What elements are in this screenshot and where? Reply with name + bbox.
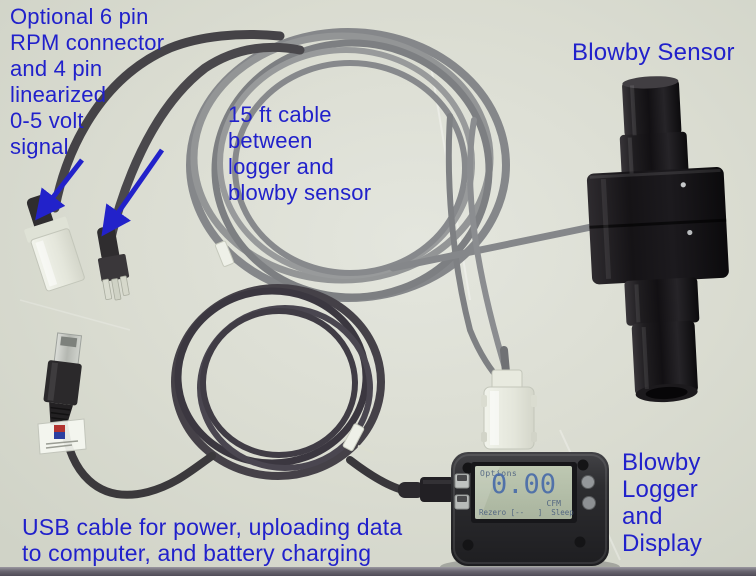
table-crease xyxy=(19,299,131,331)
logger-screw xyxy=(462,462,474,474)
logger-screw xyxy=(577,459,589,471)
logger-right-buttons xyxy=(581,475,596,510)
rpm-6pin-connector xyxy=(24,194,85,292)
lcd-menu-bottom: Rezero [-- ] Sleep xyxy=(479,508,574,517)
sensor-screw xyxy=(680,182,686,188)
sensor-cable-strand xyxy=(466,117,511,381)
annotation-arrows xyxy=(35,148,165,237)
logger-top-connector xyxy=(481,346,537,450)
annotation-usb-cable: USB cable for power, uploading data to c… xyxy=(22,514,403,566)
annotation-15ft-cable: 15 ft cable between logger and blowby se… xyxy=(228,102,372,205)
sensor-cable-strand xyxy=(445,113,504,384)
annotation-blowby-sensor: Blowby Sensor xyxy=(572,39,735,66)
usb-label-tag xyxy=(37,418,87,455)
signal-connector-cable xyxy=(105,42,305,247)
cable-tie-tail xyxy=(357,444,375,455)
gray-cable-coil xyxy=(186,28,510,302)
lcd-reading-unit: CFM xyxy=(546,499,561,508)
cable-tie xyxy=(214,240,234,267)
logger-usb-plug xyxy=(398,477,454,502)
lcd-screen xyxy=(475,466,572,519)
usb-a-connector xyxy=(43,332,83,427)
arrow-icon xyxy=(35,158,84,221)
annotation-blowby-logger: Blowby Logger and Display xyxy=(622,449,703,557)
lcd-glare xyxy=(475,466,500,519)
usb-cable xyxy=(60,420,216,499)
logger-left-buttons xyxy=(454,473,470,510)
logger-screw xyxy=(462,539,474,551)
rpm-connector-cable xyxy=(50,30,285,213)
logger-screw xyxy=(574,536,586,548)
lcd-menu-options: Options xyxy=(480,469,518,478)
usb-cable-coil xyxy=(171,284,385,480)
lcd-reading-value: 0.00 xyxy=(490,469,557,500)
sensor-feed-cable xyxy=(389,221,605,272)
blowby-sensor-device xyxy=(586,76,729,403)
table-edge xyxy=(0,567,756,576)
arrow-icon xyxy=(101,148,165,237)
annotation-rpm-connector: Optional 6 pin RPM connector and 4 pin l… xyxy=(10,4,165,159)
cable-tie xyxy=(342,423,365,452)
sensor-screw xyxy=(687,229,693,236)
